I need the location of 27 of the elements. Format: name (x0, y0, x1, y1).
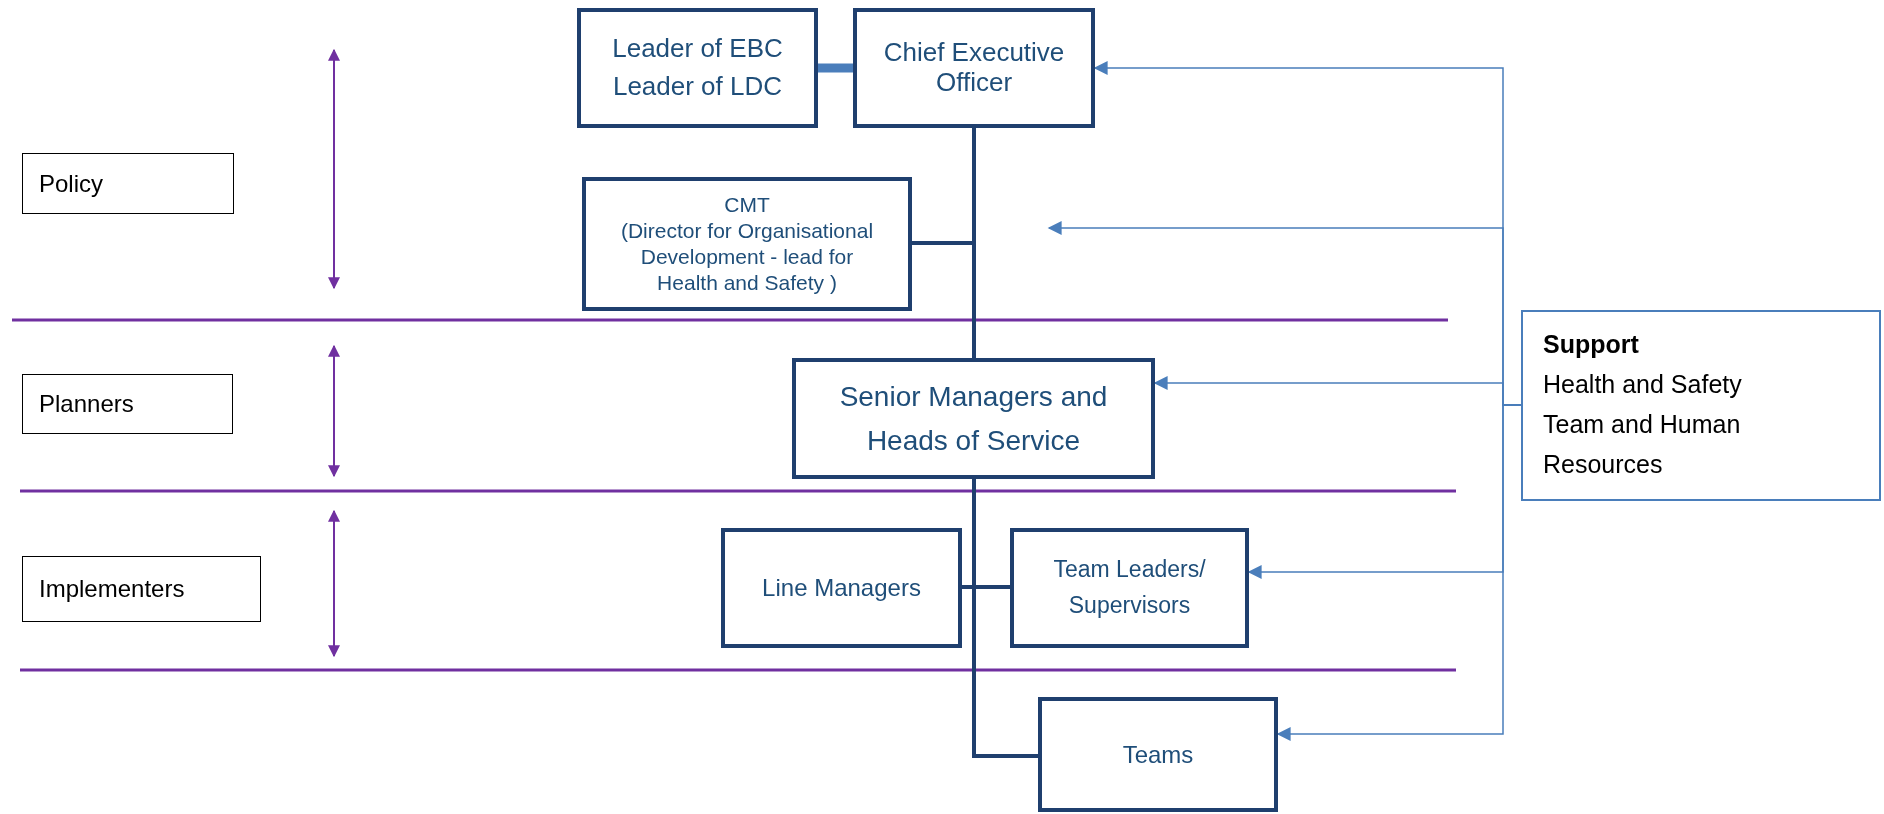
node-text: Leader of LDC (612, 70, 783, 103)
connector-line (818, 63, 853, 73)
connector-line (972, 479, 1038, 758)
role-box (721, 528, 962, 648)
role-box (577, 8, 818, 128)
role-box (853, 8, 1095, 128)
node-text: Senior Managers and Heads of Service (838, 380, 1109, 458)
node-text: Teams (1122, 739, 1194, 770)
node-text: CMT (724, 191, 770, 218)
support-heading: Support (1543, 329, 1639, 360)
level-box (22, 556, 261, 622)
node-text: Line Managers (762, 573, 921, 603)
level-box (22, 374, 233, 434)
node-text: Implementers (39, 574, 185, 604)
role-box (1010, 528, 1249, 648)
node-text: Health and Safety Team and Human Resources (1543, 369, 1743, 480)
node-text: Policy (39, 168, 104, 199)
node-text: Leader of EBC (612, 32, 783, 66)
role-box (792, 358, 1155, 479)
support-box (1521, 310, 1881, 501)
role-box (582, 177, 912, 311)
level-box (22, 153, 234, 214)
node-text: Team Leaders/ Supervisors (1052, 555, 1207, 620)
role-box (1038, 697, 1278, 812)
node-text: Planners (39, 389, 134, 419)
node-text: Chief Executive Officer (882, 38, 1066, 98)
node-text: (Director for Organisational Development - lead for Health and Safety ) (619, 217, 875, 297)
